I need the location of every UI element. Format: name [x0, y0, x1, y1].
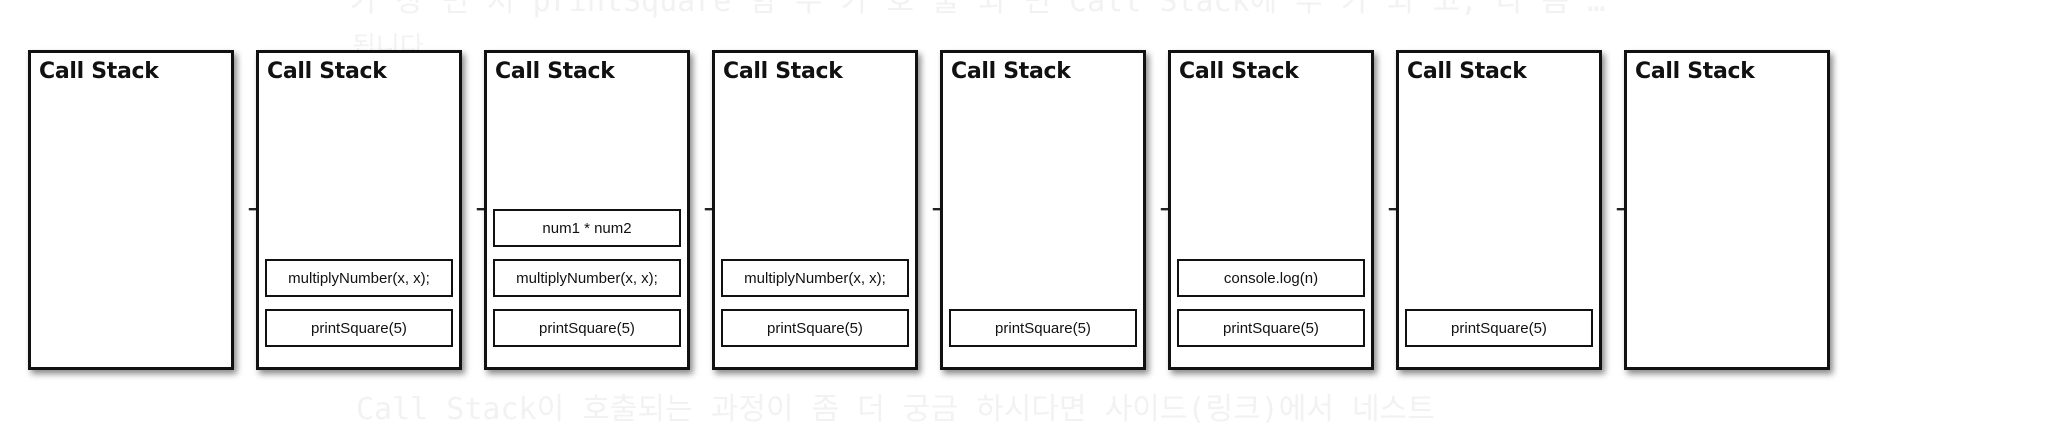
call-stack-title: Call Stack — [1407, 59, 1527, 84]
call-stack-box: Call Stack printSquare(5) multiplyNumber(x… — [484, 50, 690, 370]
stack-frame: printSquare(5) — [949, 309, 1137, 347]
stack-frame: printSquare(5) — [1405, 309, 1593, 347]
call-stack-title: Call Stack — [39, 59, 159, 84]
stack-frame: console.log(n) — [1177, 259, 1365, 297]
call-stack-title: Call Stack — [723, 59, 843, 84]
background-text-top: 가 장 먼 저 printSquare 함 수 가 호 출 되 면 Call S… — [350, 0, 1606, 19]
stack-frame: multiplyNumber(x, x); — [265, 259, 453, 297]
stack-frame: printSquare(5) — [1177, 309, 1365, 347]
call-stack-box: Call Stack — [28, 50, 234, 370]
stack-frame: printSquare(5) — [265, 309, 453, 347]
call-stack-title: Call Stack — [1635, 59, 1755, 84]
call-stack-box: Call Stack printSquare(5) — [1396, 50, 1602, 370]
stack-frame: printSquare(5) — [493, 309, 681, 347]
call-stack-box: Call Stack printSquare(5) multiplyNumber(x… — [256, 50, 462, 370]
call-stack-title: Call Stack — [267, 59, 387, 84]
stack-frame: multiplyNumber(x, x); — [721, 259, 909, 297]
call-stack-title: Call Stack — [951, 59, 1071, 84]
call-stack-box: Call Stack printSquare(5) multiplyNumber(x… — [712, 50, 918, 370]
call-stack-title: Call Stack — [495, 59, 615, 84]
call-stack-box: Call Stack printSquare(5) console.log(n) — [1168, 50, 1374, 370]
call-stack-box: Call Stack — [1624, 50, 1830, 370]
stack-frame: printSquare(5) — [721, 309, 909, 347]
stack-frame: multiplyNumber(x, x); — [493, 259, 681, 297]
stack-frame: num1 * num2 — [493, 209, 681, 247]
call-stack-title: Call Stack — [1179, 59, 1299, 84]
call-stack-box: Call Stack printSquare(5) — [940, 50, 1146, 370]
background-text-bottom: Call Stack이 호출되는 과정이 좀 더 궁금 하시다면 사이드(링크)… — [356, 392, 1435, 427]
